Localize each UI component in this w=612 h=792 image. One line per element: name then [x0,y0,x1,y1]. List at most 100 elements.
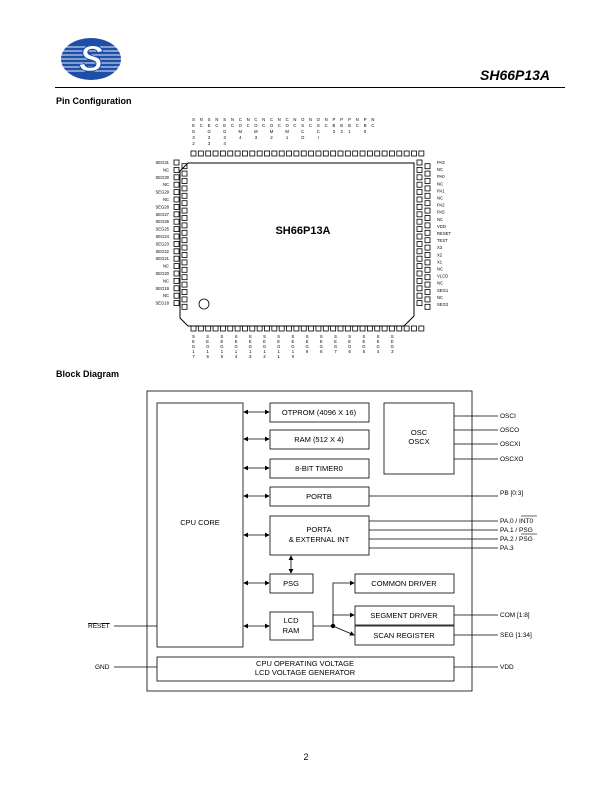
pin-pad-left-inner [181,296,188,303]
pin-label-top: M [239,129,243,134]
voltage-label-1: CPU OPERATING VOLTAGE [256,659,354,668]
wire-to-scan-register [332,625,355,636]
pin-label-bottom: 4 [235,354,238,359]
pin-pad-bottom [359,325,366,332]
junction-dot [330,623,336,629]
pin-label-top: E [192,123,195,128]
pin-label-top: C [247,123,250,128]
pin-label-right: VLCD [437,274,448,279]
pin-label-bottom: E [363,339,366,344]
pin-pad-left-inner [181,244,188,251]
signal-pa1: PA.1 / PSG [500,527,533,534]
pin-label-bottom: S [235,334,238,339]
pin-pad-bottom [286,325,292,332]
pin-pad-right [416,226,423,233]
pin-pad-bottom [403,325,410,332]
pin-pad-left-inner [181,192,188,199]
pin-pad-right [416,174,423,181]
pin-label-bottom: E [320,339,323,344]
signal-pa3: PA.3 [500,545,514,552]
pin-label-top: P [364,117,367,122]
pin-pad-top [411,150,417,157]
pin-pad-bottom [278,325,285,332]
pin-label-right: X1 [437,259,443,264]
pin-pad-left [173,300,180,307]
common-driver-label: COMMON DRIVER [371,579,437,588]
pin-pad-bottom [344,325,351,332]
pin-label-bottom: S [263,334,266,339]
pin-pad-bottom [315,325,322,332]
pin-label-top: 0 [364,129,367,134]
pin-label-right: RESET [437,231,451,236]
pin-label-top: C [293,123,296,128]
pin-label-bottom: E [377,339,380,344]
pin-pad-right-outer [424,274,431,281]
pin-pad-right-outer [424,215,431,221]
pin-label-top: N [278,117,281,122]
pin-pad-bottom [381,325,388,332]
pin-label-top: N [293,117,296,122]
pin-pad-left-inner [181,289,188,295]
pin-pad-left [173,233,180,240]
pin-pad-left-inner [181,185,188,192]
pin-label-left: SEG20 [155,271,169,276]
pin-label-top: C [239,117,242,122]
pin-pad-bottom [389,325,395,332]
pin-pad-right-outer [424,192,431,199]
pin-pad-bottom [264,325,270,332]
pin-label-bottom: 4 [377,349,380,354]
pin-label-top: G [223,129,226,134]
pin-pad-left-inner [181,237,188,244]
pin-pad-top [359,150,366,157]
ram-label: RAM (512 X 4) [294,435,344,444]
pin-pad-right [416,277,423,284]
pin-pad-bottom [242,325,248,332]
pin-label-bottom: 9 [306,349,309,354]
pin-label-top: I [318,135,319,140]
pin-pad-top [278,150,285,157]
pin1-marker [198,298,210,310]
pin-pad-right [416,218,423,225]
portb-label: PORTB [306,492,332,501]
pin-pad-top [337,150,344,157]
pin-label-bottom: G [376,344,379,349]
pin-label-bottom: G [249,344,252,349]
svg-text:S: S [79,38,103,79]
pin-label-top: C [231,123,234,128]
pin-pad-left-inner [181,170,188,177]
pin-pad-bottom [212,325,219,332]
pin-pad-left [173,181,180,188]
pin-pad-bottom [337,325,344,332]
pin-pad-top [242,150,248,157]
pin-label-left: NC [163,293,169,298]
pin-pad-right [416,248,423,255]
pin-label-top: O [254,123,258,128]
pin-pad-right [416,159,423,166]
cpu-core-box [156,402,244,648]
pin-label-right: VDD [437,224,446,229]
pin-pad-left-inner [181,259,188,266]
pin-pad-bottom [249,325,256,332]
signal-osco: OSCO [500,427,519,434]
pin-label-bottom: G [206,344,209,349]
pin-label-top: C [286,117,289,122]
outer-frame [146,390,473,692]
pin-pad-right-outer [424,266,431,273]
pin-label-left: SEG26 [155,219,169,224]
pin-pad-right [416,292,423,299]
pin-pad-left-inner [181,207,188,214]
pin-label-top: O [270,123,274,128]
otprom-box [269,402,370,423]
pin-pad-bottom [374,325,381,332]
signal-pa0: PA.0 / INT0 [500,518,533,525]
pin-label-bottom: S [306,334,309,339]
pin-pad-top [219,150,226,157]
block-diagram: CPU CORE OTPROM (4096 X 16) RAM (512 X 4… [88,390,537,692]
pin-pad-top [418,150,425,157]
pin-label-left: NC [163,197,169,202]
pin-pad-top [403,150,410,157]
pin-pad-bottom [322,325,329,332]
pin-label-right: NC [437,196,443,201]
voltage-label-2: LCD VOLTAGE GENERATOR [255,668,356,677]
pin-label-top: N [247,117,250,122]
